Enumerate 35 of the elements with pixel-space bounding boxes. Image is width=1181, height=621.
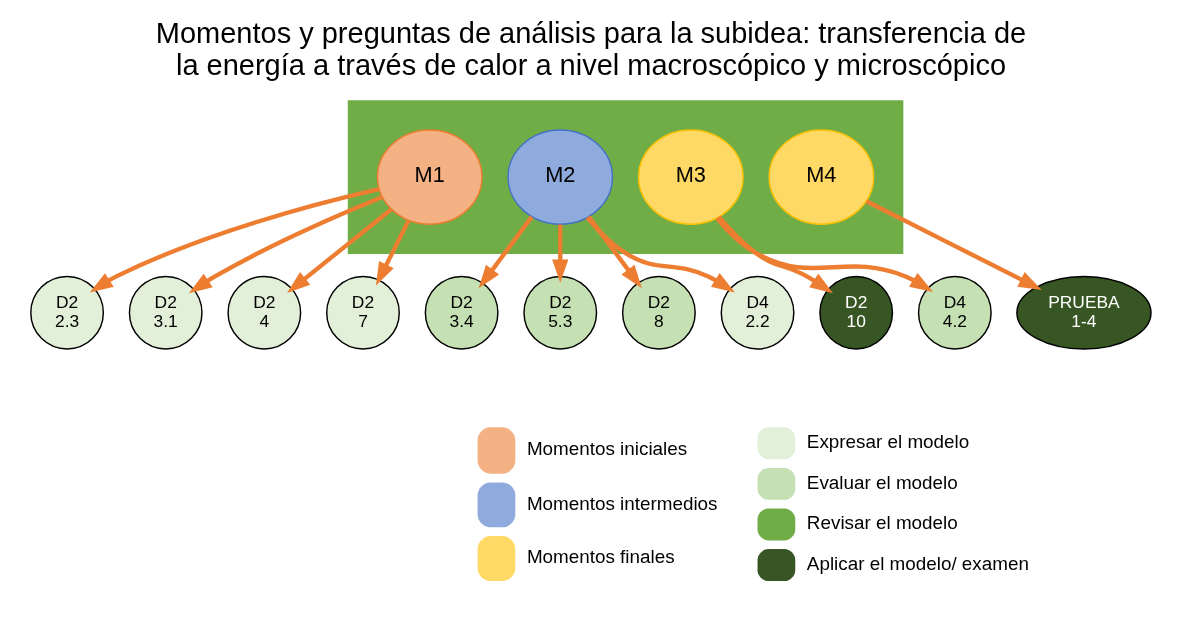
node-circle: D2 5.3 [522,275,597,350]
node-circle: M1 [376,129,483,225]
node-circle: M4 [767,129,874,225]
node-circle: D4 2.2 [720,275,795,350]
node-circle: M2 [506,129,613,225]
arrow [286,207,393,294]
arrow [865,199,1042,290]
arrow [714,216,933,293]
node-circle: D2 10 [818,275,893,350]
legend-label: Momentos intermedios [526,492,718,514]
legend-label: Aplicar el modelo/ examen [806,553,1029,575]
legend-label: Expresar el modelo [806,431,969,453]
legend-label: Momentos finales [526,546,675,568]
arrow [586,215,642,289]
node-circle: D2 2.3 [29,275,104,350]
arrow [585,216,735,293]
diagram-title: Momentos y preguntas de análisis para la subidea: transferencia de la energía a través de calor a nivel macroscópico y microscópico [155,16,1026,81]
node-circle: M3 [637,129,744,225]
node-circle: D2 3.1 [128,275,203,350]
node-circle: D2 3.4 [424,275,499,350]
node-circle: D4 4.2 [917,275,992,350]
arrow [188,195,383,294]
arrow [478,215,533,289]
node-circle: D2 4 [226,275,301,350]
legend-label: Revisar el modelo [806,512,958,534]
node-circle: D2 7 [325,275,400,350]
arrow [375,219,411,286]
arrow [716,215,833,294]
legend-label: Momentos iniciales [526,438,687,460]
legend-label: Evaluar el modelo [806,471,958,493]
cluster [347,100,903,254]
arrow [89,187,380,293]
arrow [551,224,568,283]
node-circle: D2 8 [621,275,696,350]
node-ellipse: PRUEBA 1-4 [1015,275,1152,350]
